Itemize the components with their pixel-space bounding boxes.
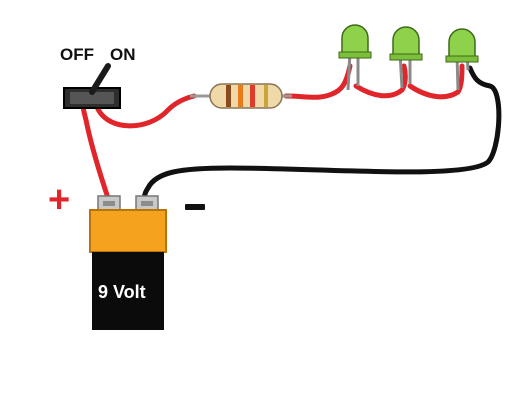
resistor-band-1 bbox=[226, 85, 231, 107]
battery-icon: 9 Volt bbox=[89, 195, 167, 330]
switch-off-label: OFF bbox=[60, 45, 94, 64]
switch-on-label: ON bbox=[110, 45, 136, 64]
resistor-band-4 bbox=[264, 85, 268, 107]
led-2 bbox=[389, 26, 423, 89]
wire-resistor-to-led1 bbox=[283, 63, 353, 100]
wire-switch-to-resistor bbox=[93, 93, 197, 129]
switch-lever bbox=[89, 63, 111, 95]
battery-cap bbox=[89, 209, 167, 253]
resistor-body bbox=[209, 83, 283, 109]
switch-face bbox=[70, 92, 114, 104]
positive-sign: + bbox=[48, 179, 70, 221]
battery-label: 9 Volt bbox=[98, 282, 146, 302]
switch-icon: OFF ON bbox=[60, 45, 136, 109]
resistor-icon bbox=[190, 83, 292, 109]
black-return-wire bbox=[142, 65, 502, 203]
negative-sign bbox=[185, 204, 205, 210]
led-icon bbox=[338, 24, 479, 91]
wire-led2-to-led3 bbox=[407, 63, 465, 100]
led-1 bbox=[338, 24, 372, 91]
battery-body bbox=[92, 252, 164, 330]
resistor-band-3 bbox=[250, 85, 255, 107]
led-3 bbox=[445, 28, 479, 91]
resistor-band-2 bbox=[238, 85, 243, 107]
wire-led1-to-led2 bbox=[353, 63, 408, 99]
